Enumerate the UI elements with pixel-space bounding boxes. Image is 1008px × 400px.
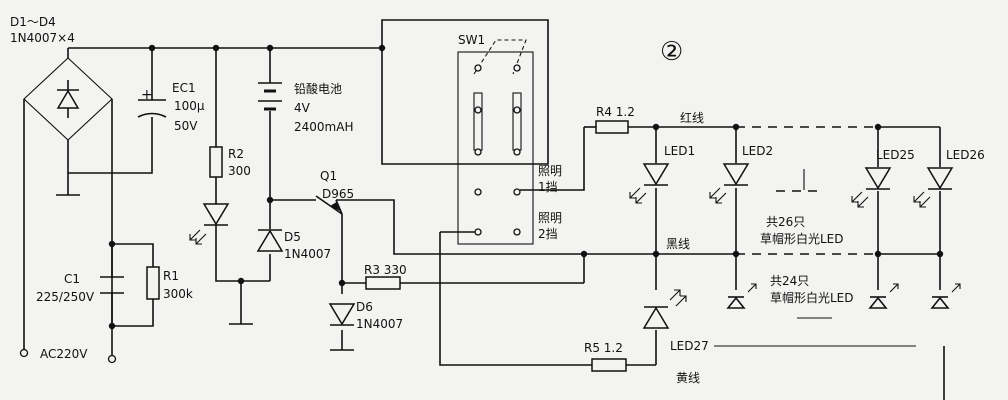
label-group24-a: 共24只: [770, 274, 809, 288]
label-r1-value: 300k: [163, 287, 193, 301]
label-bridge: D1～D4: [10, 15, 56, 29]
label-led26: LED26: [946, 148, 985, 162]
svg-text:+: +: [141, 87, 153, 103]
figure-number: ②: [660, 37, 683, 67]
label-q1: Q1: [320, 169, 337, 183]
label-led25: LED25: [876, 148, 915, 162]
wires: [23, 19, 945, 400]
label-led1: LED1: [664, 144, 695, 158]
diode-d5: [256, 229, 284, 252]
led-27: [642, 289, 687, 329]
label-led27: LED27: [670, 339, 709, 353]
label-group26-a: 共26只: [766, 215, 805, 229]
label-light2-b: 2挡: [538, 227, 558, 241]
resistor-r3: [365, 276, 401, 290]
label-group24-b: 草帽形白光LED: [770, 290, 854, 305]
resistor-r4: [595, 120, 629, 134]
label-group26-b: 草帽形白光LED: [760, 231, 844, 246]
ac-terminals: [19, 348, 117, 364]
label-battery-capacity: 2400mAH: [294, 120, 353, 134]
label-r3: R3 330: [364, 263, 407, 277]
label-r2-value: 300: [228, 164, 251, 178]
label-ec1-voltage: 50V: [174, 119, 198, 133]
label-light2-a: 照明: [538, 211, 562, 225]
led-group24-a: [726, 283, 757, 309]
label-c1-value: 225/250V: [36, 290, 95, 304]
led-group24-b: [868, 283, 899, 309]
label-red-wire: 红线: [680, 110, 704, 125]
led-1: [629, 163, 670, 204]
label-ac: AC220V: [40, 347, 88, 361]
led-26: [913, 167, 954, 208]
indicator-led: [189, 203, 230, 245]
transistor-q1: [315, 195, 343, 226]
label-d6: D6: [356, 300, 373, 314]
capacitor-ec1: +: [137, 87, 167, 118]
label-q1-part: D965: [322, 187, 354, 201]
labels: ② D1～D4 1N4007×4 EC1 100μ 50V 铅酸电池 4V 24…: [10, 15, 985, 385]
label-bridge-part: 1N4007×4: [10, 31, 75, 45]
label-yellow-wire: 黄线: [676, 371, 700, 385]
label-battery-voltage: 4V: [294, 101, 311, 115]
resistor-r1: [146, 266, 160, 300]
label-d5: D5: [284, 230, 301, 244]
resistor-r2: [209, 146, 223, 178]
label-light1-a: 照明: [538, 164, 562, 178]
led-2: [709, 163, 750, 204]
label-led2: LED2: [742, 144, 773, 158]
label-d6-part: 1N4007: [356, 317, 403, 331]
capacitor-c1: [100, 276, 124, 294]
junction-dots: [108, 44, 944, 330]
battery: [258, 82, 282, 111]
label-r2: R2: [228, 147, 244, 161]
label-c1: C1: [64, 272, 80, 286]
label-battery: 铅酸电池: [294, 81, 342, 96]
label-black-wire: 黑线: [666, 237, 690, 251]
led-group24-c: [930, 283, 961, 309]
label-r1: R1: [163, 269, 179, 283]
led-25: [851, 167, 892, 208]
label-ec1-value: 100μ: [174, 99, 205, 113]
label-d5-part: 1N4007: [284, 247, 331, 261]
label-r4: R4 1.2: [596, 105, 635, 119]
label-light1-b: 1挡: [538, 180, 558, 194]
switch-sw1: [440, 39, 548, 245]
resistor-r5: [591, 358, 627, 372]
label-r5: R5 1.2: [584, 341, 623, 355]
bridge-rectifier: [23, 57, 113, 196]
label-sw1: SW1: [458, 33, 485, 47]
diode-d6: [328, 303, 356, 351]
label-ec1: EC1: [172, 81, 196, 95]
